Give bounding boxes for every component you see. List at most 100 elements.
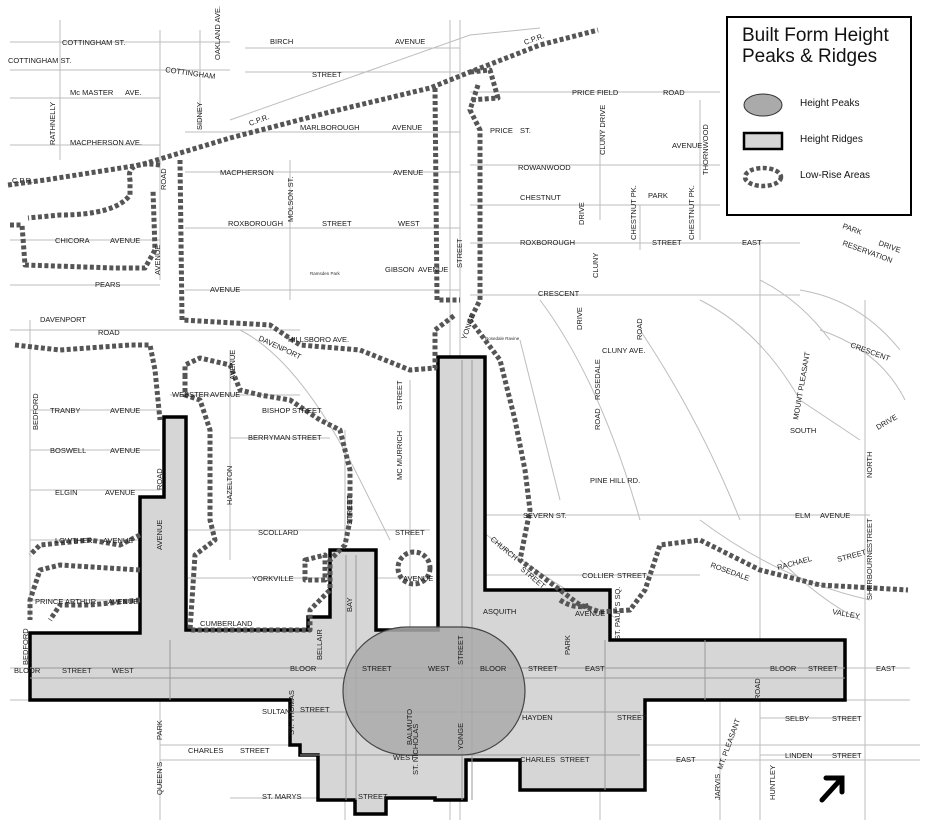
street-label: COTTINGHAM (165, 65, 216, 81)
map-legend: Built Form Height Peaks & Ridges Height … (726, 16, 912, 216)
street-label: ELM (795, 511, 810, 520)
street-label: STREET (395, 528, 425, 537)
street-label: STREET (292, 406, 322, 415)
street-label: ST. (520, 126, 531, 135)
street-label: CHESTNUT (520, 193, 561, 202)
legend-title-line1: Built Form Height (742, 25, 889, 46)
street-label: AVENUE (403, 574, 433, 583)
street-label: AVENUE (153, 245, 162, 275)
street-label: BEDFORD (31, 393, 40, 430)
street-label: AVENUE (103, 536, 133, 545)
legend-label: Low-Rise Areas (800, 170, 871, 181)
street-label: ST. PAUL'S SQ. (613, 587, 622, 640)
street-label: PARK (648, 191, 668, 200)
rail-label: C.P.R. (248, 112, 271, 128)
street-label: MT. PLEASANT (715, 717, 742, 771)
street-label: ROXBOROUGH (228, 219, 283, 228)
rail-label: C.P.R. (12, 176, 33, 185)
street-label: CLUNY (591, 253, 600, 278)
street-label: BALMUTO (405, 709, 414, 745)
street-label: AVENUE (110, 446, 140, 455)
street-label: STREET (617, 571, 647, 580)
legend-item-height-ridges: Height Ridges (740, 128, 910, 154)
street-label: CHARLES (520, 755, 555, 764)
park-label: Rosedale Ravine (485, 336, 520, 341)
street-label: AVENUE (105, 488, 135, 497)
street-label: STREET (832, 751, 862, 760)
street-label: EAST (742, 238, 762, 247)
street-label: LOWTHER (55, 536, 93, 545)
street-label: DRIVE (875, 412, 899, 431)
street-label: YONGE (456, 723, 465, 750)
street-label: CLUNY DRIVE (598, 105, 607, 155)
street-label: PARK (841, 221, 863, 236)
street-label: ROSEDALE (709, 560, 750, 582)
street-label: AVENUE (210, 285, 240, 294)
street-label: STREET (652, 238, 682, 247)
street-label: AVENUE (228, 350, 237, 380)
street-label: HILLSBORO AVE. (288, 335, 349, 344)
street-label: PINE HILL RD. (590, 476, 640, 485)
street-label: COTTINGHAM ST. (8, 56, 71, 65)
low-rise-areas (7, 27, 909, 633)
street-label: ROAD (593, 408, 602, 430)
street-label: STREET (395, 380, 404, 410)
legend-item-low-rise: Low-Rise Areas (740, 164, 910, 190)
street-label: ROAD (635, 318, 644, 340)
street-label: EAST (676, 755, 696, 764)
street-label: EAST (876, 664, 896, 673)
street-label: ELGIN (55, 488, 78, 497)
street-label: STREET (240, 746, 270, 755)
street-label: BLOOR (770, 664, 797, 673)
street-label: STREET (362, 664, 392, 673)
street-label: AVENUE (395, 37, 425, 46)
street-label: COTTINGHAM ST. (62, 38, 125, 47)
street-label: BERRYMAN (248, 433, 290, 442)
street-label: QUEEN'S (155, 762, 164, 795)
street-label: RACHAEL (776, 554, 813, 572)
street-label: CUMBERLAND (200, 619, 253, 628)
street-label: STREET (345, 495, 354, 525)
street-label: BLOOR (480, 664, 507, 673)
street-label: WEST (428, 664, 450, 673)
street-label: ROAD (159, 168, 168, 190)
street-label: JARVIS (713, 774, 722, 800)
street-label: MOLSON ST. (286, 177, 295, 222)
street-label: MOUNT PLEASANT (791, 351, 812, 421)
street-label: AVENUE (108, 597, 138, 606)
height-peaks-area (342, 626, 526, 756)
street-label: ST. NICHOLAS (411, 724, 420, 775)
street-label: WEST (398, 219, 420, 228)
legend-item-height-peaks: Height Peaks (740, 92, 910, 118)
street-label: OAKLAND AVE. (213, 6, 222, 60)
street-label: AVENUE (575, 609, 605, 618)
street-label: EAST (585, 664, 605, 673)
street-label: ROSEDALE (593, 359, 602, 400)
street-label: AVENUE (110, 236, 140, 245)
street-label: PARK (155, 720, 164, 740)
legend-label: Height Ridges (800, 134, 863, 145)
street-label: ROWANWOOD (518, 163, 571, 172)
street-label: HAYDEN (522, 713, 553, 722)
street-label: MACPHERSON (220, 168, 274, 177)
street-label: AVE. (125, 88, 142, 97)
street-label: TRANBY (50, 406, 80, 415)
street-label: COLLIER (582, 571, 615, 580)
street-label: STREET (312, 70, 342, 79)
height-ridges-area (28, 355, 847, 816)
legend-title-line2: Peaks & Ridges (742, 46, 878, 67)
street-label: YORKVILLE (252, 574, 294, 583)
street-label: LINDEN (785, 751, 813, 760)
street-label: BEDFORD (21, 628, 30, 665)
street-label: STREET (62, 666, 92, 675)
street-label: ROAD (155, 468, 164, 490)
street-label: VALLEY (832, 607, 861, 621)
street-label: RATHNELLY (48, 102, 57, 145)
street-label: STREET (358, 792, 388, 801)
street-label: CHURCH (489, 535, 520, 563)
street-label: WEST (393, 753, 415, 762)
street-label: STREET (808, 664, 838, 673)
street-label: DRIVE (577, 202, 586, 225)
low-rise-swatch-icon (742, 165, 784, 189)
street-label: AVENUE (392, 123, 422, 132)
